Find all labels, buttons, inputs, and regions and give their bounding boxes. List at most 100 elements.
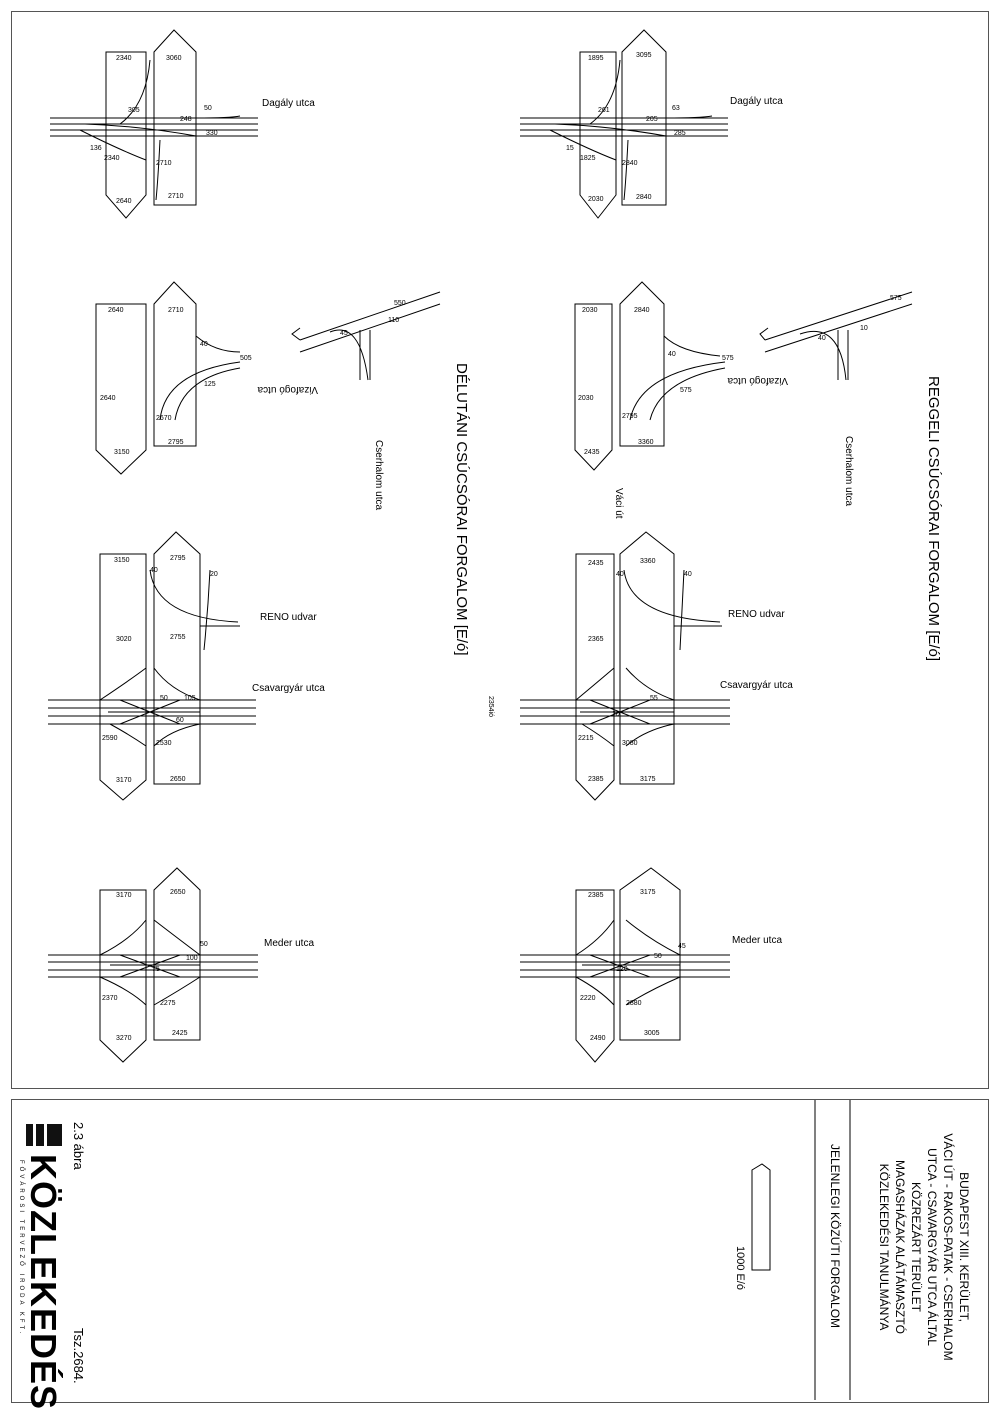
am-dagaly-bot-r: 2840 bbox=[636, 194, 652, 201]
project-title-block: BUDAPEST XIII. KERÜLET, VÁCI ÚT - RAKOS-… bbox=[876, 1112, 972, 1382]
pm-viza-t3: 505 bbox=[240, 355, 252, 362]
drawing-title: JELENLEGI KÖZÚTI FORGALOM bbox=[828, 1144, 842, 1329]
pm-viza-top-l: 2640 bbox=[108, 307, 124, 314]
pm-csav-t2: 20 bbox=[210, 571, 218, 578]
am-csav-bot-r: 3175 bbox=[640, 776, 656, 783]
pm-viza-r3: 45 bbox=[340, 330, 348, 337]
pm-meder-bot-l: 3270 bbox=[116, 1035, 132, 1042]
company-logo-mark bbox=[26, 1124, 62, 1146]
pm-dagaly-bot-l: 2640 bbox=[116, 198, 132, 205]
pm-viza-t1: 40 bbox=[200, 341, 208, 348]
pm-csav-c1: 50 bbox=[160, 695, 168, 702]
pm-dagaly-c1: 248 bbox=[180, 116, 192, 123]
label-pm-meder: Meder utca bbox=[264, 938, 315, 949]
pm-viza-side: 2640 bbox=[100, 395, 116, 402]
label-pm-csavargyar: Csavargyár utca bbox=[252, 683, 325, 694]
am-meder-t1: 45 bbox=[678, 943, 686, 950]
pm-viza-t2: 125 bbox=[204, 381, 216, 388]
am-meder-top-l: 2385 bbox=[588, 892, 604, 899]
pm-meder-c1: 75 bbox=[152, 966, 160, 973]
pm-csav-mid-l: 3020 bbox=[116, 636, 132, 643]
pm-dagaly-junction bbox=[50, 29, 258, 219]
pm-csav-top-r: 2795 bbox=[170, 555, 186, 562]
am-viza-top-l: 2030 bbox=[582, 307, 598, 314]
label-am-vizafogo: Vizafogó utca bbox=[727, 375, 788, 386]
pm-viza-top-r: 2710 bbox=[168, 307, 184, 314]
pm-csav-t1: 40 bbox=[150, 567, 158, 574]
am-dagaly-top-l: 1895 bbox=[588, 55, 604, 62]
center-label: 2354ió bbox=[487, 696, 494, 718]
pm-dagaly-t2: 50 bbox=[204, 105, 212, 112]
am-viza-side: 2030 bbox=[578, 395, 594, 402]
pm-viza-bot-l: 3150 bbox=[114, 449, 130, 456]
label-vaci: Váci út bbox=[613, 488, 624, 519]
am-dagaly-t3: 15 bbox=[566, 145, 574, 152]
label-am-csavargyar: Csavargyár utca bbox=[720, 680, 793, 691]
company-logo-text: KÖZLEKEDÉS bbox=[23, 1154, 64, 1411]
project-line: KÖZREZÁRT TERÜLET bbox=[909, 1181, 923, 1313]
am-csav-c1: 55 bbox=[650, 695, 658, 702]
label-pm-cserhalom: Cserhalom utca bbox=[373, 440, 384, 511]
pm-meder-top-l: 3170 bbox=[116, 892, 132, 899]
titleblock-frame bbox=[11, 1099, 989, 1403]
am-meder-in-r: 2880 bbox=[626, 1000, 642, 1007]
project-line: KÖZLEKEDÉSI TANULMÁNYA bbox=[877, 1163, 891, 1331]
am-csav-t2: 40 bbox=[684, 571, 692, 578]
pm-meder-in-r: 2275 bbox=[160, 1000, 176, 1007]
am-csav-c2: 20 bbox=[612, 711, 620, 718]
am-csav-in-l: 2215 bbox=[578, 735, 594, 742]
am-dagaly-top-r: 3095 bbox=[636, 52, 652, 59]
pm-meder-junction bbox=[48, 867, 258, 1063]
pm-meder-in-l: 2370 bbox=[102, 995, 118, 1002]
pm-csavargyar-junction bbox=[48, 531, 256, 801]
label-am-cserhalom: Cserhalom utca bbox=[843, 436, 854, 507]
am-meder-in-l: 2220 bbox=[580, 995, 596, 1002]
am-meder-c1: 120 bbox=[616, 966, 628, 973]
am-csav-mid-l: 2365 bbox=[588, 636, 604, 643]
pm-dagaly-in-l: 2340 bbox=[104, 155, 120, 162]
am-dagaly-in-l: 1825 bbox=[580, 155, 596, 162]
title-delutani: DÉLUTÁNI CSÚCSÓRAI FORGALOM [E/ó] bbox=[453, 363, 470, 656]
am-meder-bot-l: 2490 bbox=[590, 1035, 606, 1042]
pm-viza-r2: 110 bbox=[388, 317, 399, 324]
project-line: BUDAPEST XIII. KERÜLET, bbox=[957, 1172, 971, 1322]
pm-dagaly-bot-r: 2710 bbox=[168, 193, 184, 200]
pm-csav-c3: 60 bbox=[176, 717, 184, 724]
pm-dagaly-top-r: 3060 bbox=[166, 55, 182, 62]
pm-dagaly-in-r: 2710 bbox=[156, 160, 172, 167]
pm-meder-bot-r: 2425 bbox=[172, 1030, 188, 1037]
am-meder-bot-r: 3005 bbox=[644, 1030, 660, 1037]
pm-meder-t1: 50 bbox=[200, 941, 208, 948]
pm-csav-top-l: 3150 bbox=[114, 557, 130, 564]
drawing-frame bbox=[11, 11, 989, 1089]
am-viza-bot-r: 3360 bbox=[638, 439, 654, 446]
title-reggeli: REGGELI CSÚCSÓRAI FORGALOM [E/ó] bbox=[925, 376, 942, 662]
pm-csav-in-r: 2530 bbox=[156, 740, 172, 747]
legend-scale-label: 1000 E/ó bbox=[734, 1246, 746, 1291]
label-am-reno: RENO udvar bbox=[728, 609, 785, 620]
label-am-dagaly: Dagály utca bbox=[730, 96, 783, 107]
am-viza-t3: 575 bbox=[722, 355, 734, 362]
am-meder-c2: 50 bbox=[654, 953, 662, 960]
tsz-number: Tsz.2684. bbox=[71, 1328, 86, 1384]
pm-dagaly-t1: 305 bbox=[128, 107, 140, 114]
am-dagaly-in-r: 2840 bbox=[622, 160, 638, 167]
label-pm-reno: RENO udvar bbox=[260, 612, 317, 623]
pm-meder-top-r: 2650 bbox=[170, 889, 186, 896]
legend-scale-bar bbox=[751, 1163, 771, 1271]
label-pm-vizafogo: Vizafogó utca bbox=[257, 384, 318, 395]
pm-viza-bot-r: 2795 bbox=[168, 439, 184, 446]
am-csav-top-r: 3360 bbox=[640, 558, 656, 565]
am-dagaly-c1: 205 bbox=[646, 116, 658, 123]
pm-csav-c2: 105 bbox=[184, 695, 196, 702]
pm-dagaly-top-l: 2340 bbox=[116, 55, 132, 62]
am-dagaly-c2: 285 bbox=[674, 130, 686, 137]
am-dagaly-junction bbox=[520, 29, 728, 219]
company-logo-sub: FŐVÁROSI TERVEZŐ IRODA KFT. bbox=[18, 1160, 24, 1337]
am-viza-r2: 10 bbox=[860, 325, 868, 332]
am-viza-r3: 40 bbox=[818, 335, 826, 342]
pm-dagaly-c2: 330 bbox=[206, 130, 218, 137]
pm-csav-mid-r: 2755 bbox=[170, 634, 186, 641]
figure-number: 2.3 ábra bbox=[71, 1122, 86, 1170]
